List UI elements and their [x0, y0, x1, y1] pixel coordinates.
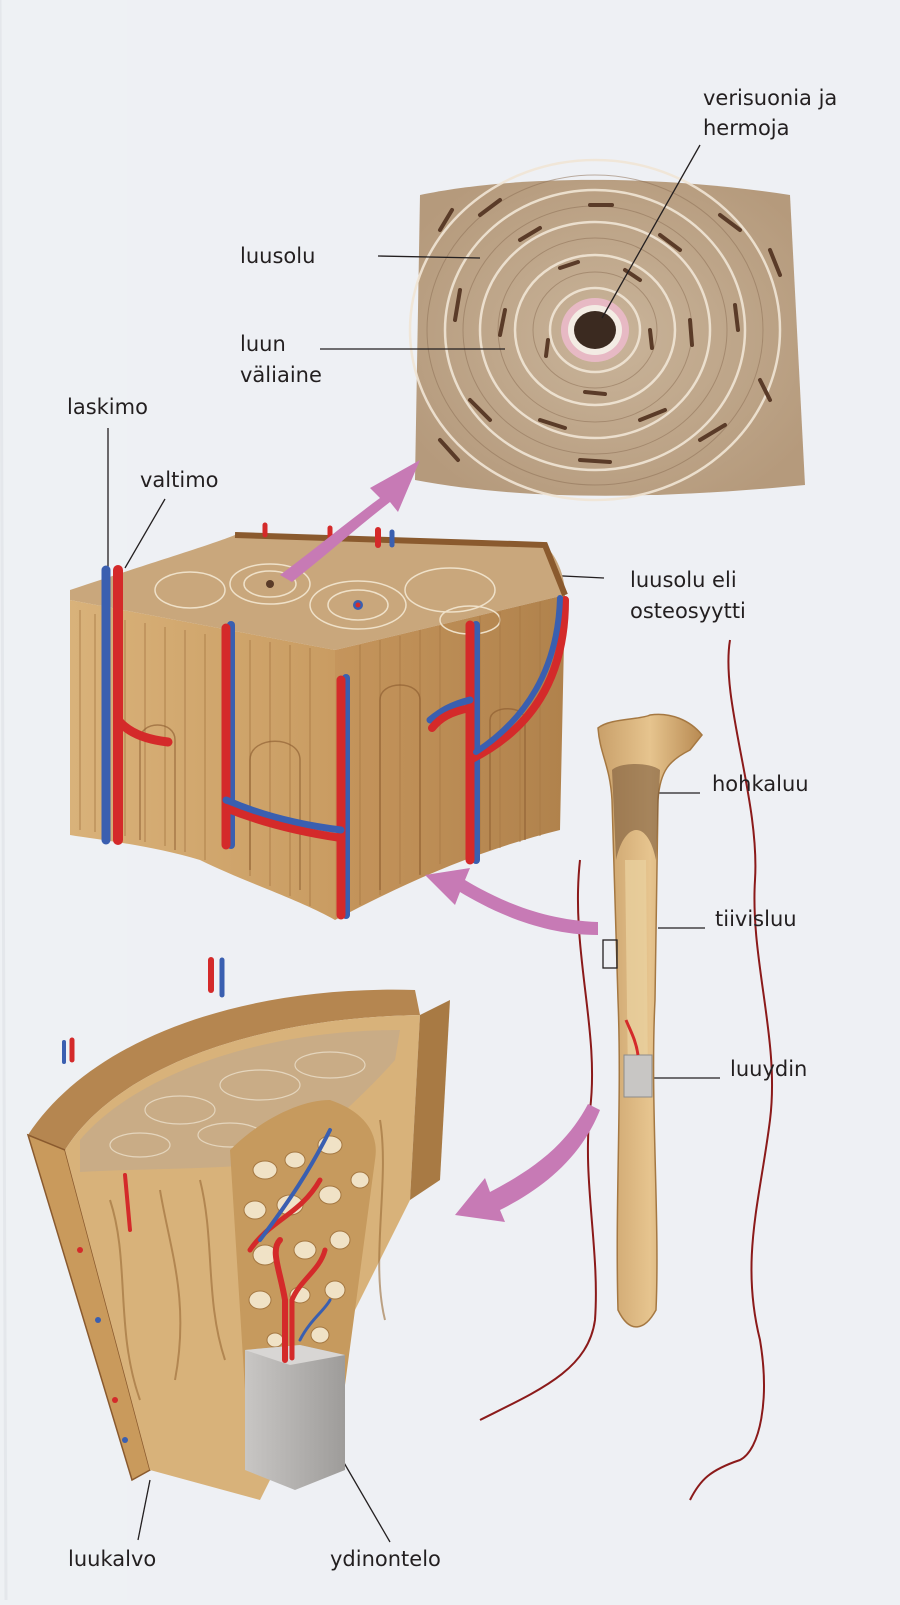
label-spongy-bone: hohkaluu	[712, 772, 809, 796]
arrow-to-section	[455, 1104, 600, 1222]
label-bone-cell-top: luusolu	[240, 244, 316, 268]
label-vein: laskimo	[67, 395, 148, 419]
label-marrow: luuydin	[730, 1057, 808, 1081]
label-periosteum: luukalvo	[68, 1547, 157, 1571]
label-marrow-cavity: ydinontelo	[330, 1547, 441, 1571]
spongy-bone-region	[612, 764, 660, 860]
label-osteocyte-line1: luusolu eli	[630, 568, 737, 592]
sample-window	[602, 939, 618, 969]
shaft-cross-section	[26, 957, 450, 1500]
blood-vessels	[101, 522, 569, 920]
label-compact-bone: tiivisluu	[715, 907, 797, 931]
label-matrix-line2: väliaine	[240, 363, 322, 387]
compact-bone-block	[70, 522, 569, 920]
marrow-cavity-block	[245, 1345, 345, 1490]
arrows	[280, 460, 600, 1222]
label-artery: valtimo	[140, 468, 219, 492]
osteon-cross-section	[408, 158, 805, 502]
label-vessels-nerves-line1: verisuonia ja	[703, 86, 838, 110]
label-osteocyte-line2: osteosyytti	[630, 599, 746, 623]
arrow-to-block	[425, 868, 598, 935]
haversian-canal	[574, 311, 616, 349]
arrow-to-osteon	[280, 460, 420, 582]
marrow-window	[623, 1054, 653, 1098]
page-margin-lines	[479, 639, 774, 1501]
long-bone	[597, 713, 703, 1328]
label-vessels-nerves-line2: hermoja	[703, 116, 790, 140]
label-matrix-line1: luun	[240, 332, 286, 356]
osteocyte-lacunae	[438, 198, 782, 464]
